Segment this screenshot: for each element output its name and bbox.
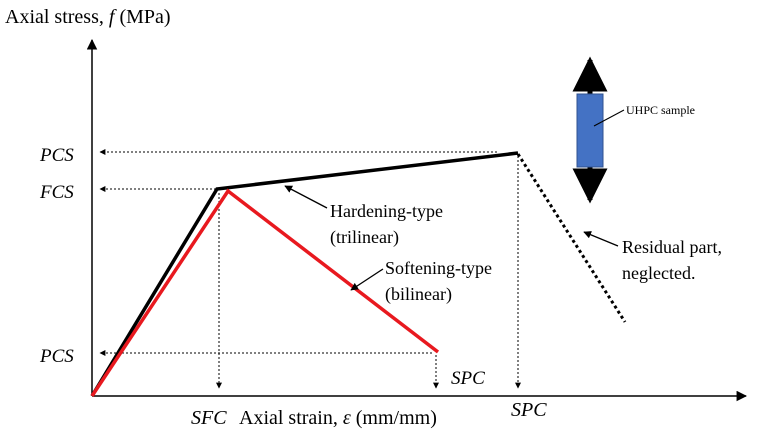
residual-sublabel: neglected. [622,263,695,283]
x-tick-spc-bilinear: SPC [451,368,485,389]
softening-callout-arrow [350,268,384,291]
softening-label: Softening-type [385,258,492,278]
x-tick-sfc: SFC [191,407,227,429]
residual-callout-arrow [583,231,619,247]
y-tick-pcs-top: PCS [39,145,74,166]
x-axis-label: Axial strain, ε (mm/mm) [239,407,437,429]
residual-curve [516,153,627,323]
hardening-callout-arrow [284,185,328,209]
y-tick-pcs-bottom: PCS [39,346,74,367]
hardening-curve [90,151,519,397]
x-tick-spc-trilinear: SPC [511,399,547,421]
y-tick-fcs: FCS [39,182,74,203]
softening-curve [90,188,440,397]
uhpc-sample-label: UHPC sample [626,103,695,117]
hardening-label: Hardening-type [330,201,443,221]
y-axis-label: Axial stress, f (MPa) [5,6,171,28]
hardening-sublabel: (trilinear) [330,227,399,248]
sample-block [576,93,604,168]
uhpc-sample-icon [572,56,625,204]
sample-callout-line [593,109,625,127]
residual-label: Residual part, [622,237,722,257]
softening-sublabel: (bilinear) [385,284,452,305]
